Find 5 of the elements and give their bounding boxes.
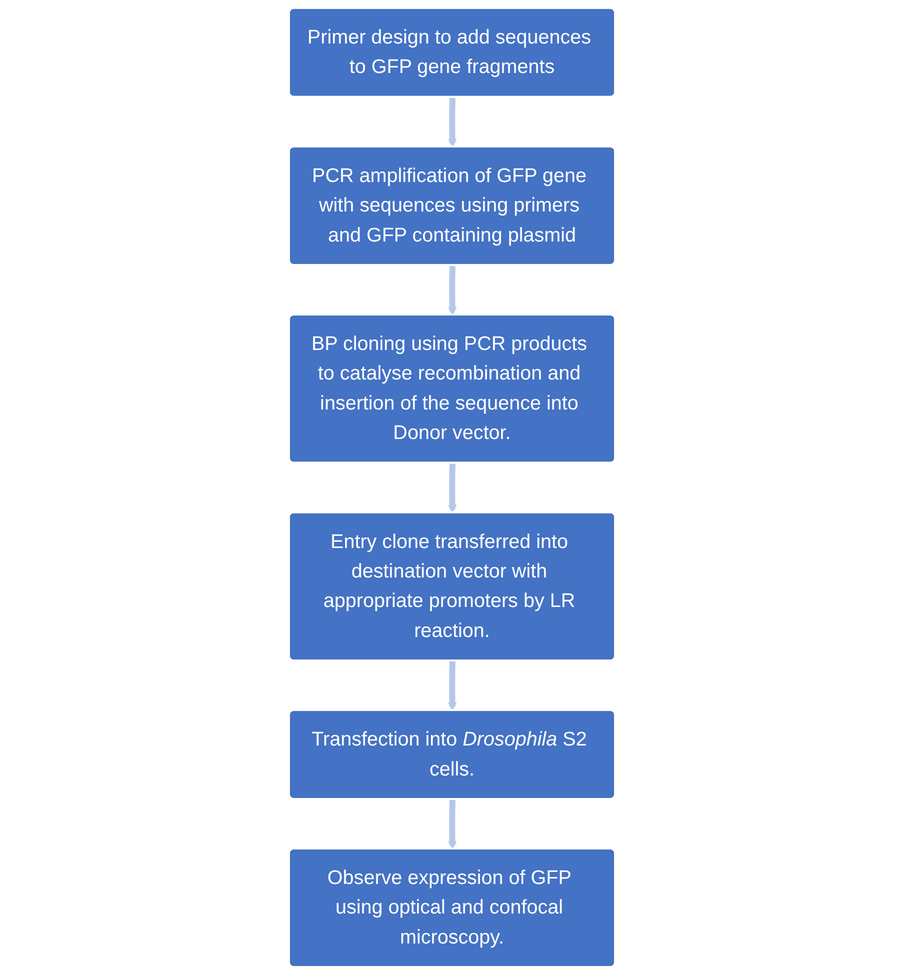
arrow bbox=[448, 265, 457, 316]
arrow bbox=[448, 799, 457, 850]
arrow bbox=[448, 463, 457, 514]
arrow bbox=[448, 97, 457, 148]
arrow bbox=[448, 660, 457, 711]
